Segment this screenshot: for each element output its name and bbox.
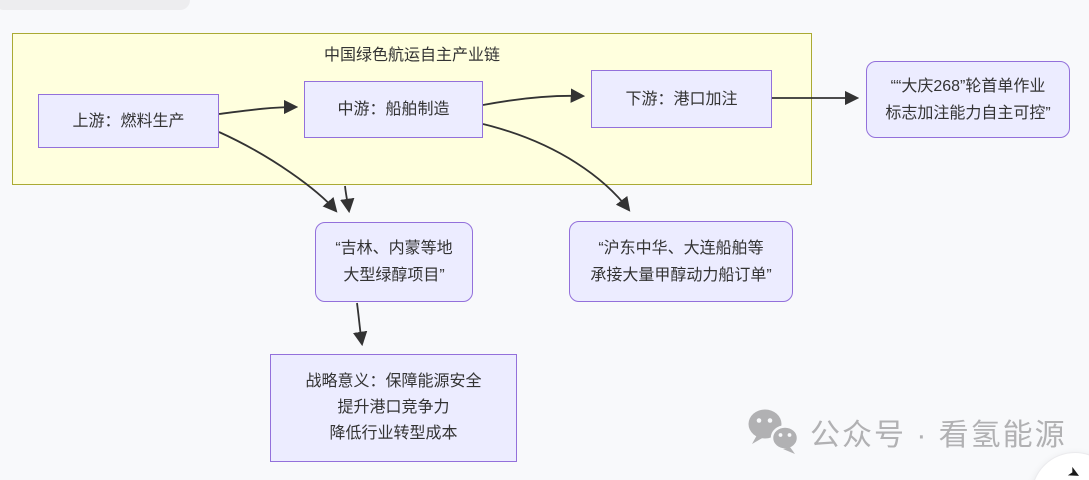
- node-upstream: 上游：燃料生产: [38, 94, 219, 148]
- node-downstream-label: 下游：港口加注: [625, 90, 738, 108]
- wechat-icon: [748, 409, 800, 454]
- node-strategy: 战略意义：保障能源安全 提升港口竞争力 降低行业转型成本: [270, 354, 517, 462]
- tooltip-remnant: [0, 0, 190, 10]
- node-jilin-line1: “吉林、内蒙等地: [335, 240, 453, 257]
- node-strategy-line2: 提升港口竞争力: [337, 399, 450, 416]
- edge-upstream-jilin: [218, 131, 338, 213]
- node-daqing: ““大庆268”轮首单作业 标志加注能力自主可控”: [866, 61, 1070, 138]
- node-strategy-line1: 战略意义：保障能源安全: [305, 373, 482, 390]
- node-jilin-line2: 大型绿醇项目”: [343, 267, 445, 284]
- subgraph-title: 中国绿色航运自主产业链: [323, 47, 500, 64]
- node-downstream: 下游：港口加注: [591, 70, 772, 128]
- node-hudong: “沪东中华、大连船舶等 承接大量甲醇动力船订单”: [569, 221, 793, 302]
- node-strategy-line3: 降低行业转型成本: [329, 425, 458, 442]
- cursor-icon: ➤: [1064, 462, 1084, 480]
- node-hudong-line2: 承接大量甲醇动力船订单”: [590, 266, 772, 284]
- edge-jilin-strategy: [353, 302, 368, 347]
- node-daqing-line2: 标志加注能力自主可控”: [885, 104, 1051, 122]
- node-jilin: “吉林、内蒙等地 大型绿醇项目”: [315, 222, 473, 302]
- node-upstream-label: 上游：燃料生产: [72, 112, 185, 130]
- edge-midstream-hudong: [482, 123, 631, 212]
- node-hudong-line1: “沪东中华、大连船舶等: [598, 239, 764, 257]
- node-daqing-line1: ““大庆268”轮首单作业: [890, 77, 1046, 95]
- watermark-text: 公众号 · 看氢能源: [810, 418, 1067, 452]
- edge-subgraph-jilin: [340, 185, 355, 214]
- node-midstream: 中游：船舶制造: [304, 81, 483, 138]
- edge-midstream-downstream: [482, 88, 586, 106]
- edge-upstream-midstream: [218, 99, 299, 115]
- node-midstream-label: 中游：船舶制造: [337, 101, 450, 118]
- watermark: 公众号 · 看氢能源: [747, 408, 1067, 455]
